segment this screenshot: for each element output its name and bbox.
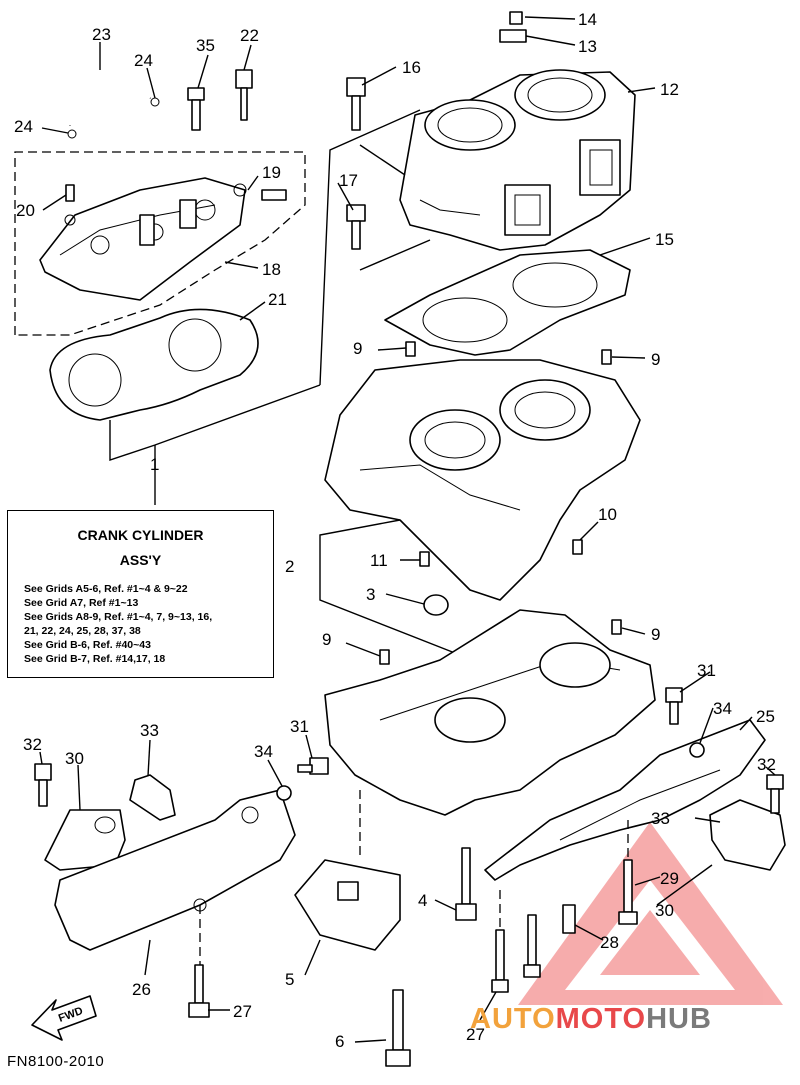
figure-code: FN8100-2010 xyxy=(7,1053,105,1070)
callout-31a: 31 xyxy=(697,661,716,680)
callout-5: 5 xyxy=(285,970,294,989)
callout-34a: 34 xyxy=(713,699,732,718)
callout-17: 17 xyxy=(339,171,358,190)
callout-23: 23 xyxy=(92,25,111,44)
callout-22: 22 xyxy=(240,26,259,45)
callout-21: 21 xyxy=(268,290,287,309)
lower-crankcase-group xyxy=(324,609,656,816)
callout-33a: 33 xyxy=(651,809,670,828)
assembly-title: CRANK CYLINDER xyxy=(77,527,204,543)
callout-30b: 30 xyxy=(655,901,674,920)
callout-6: 6 xyxy=(335,1032,344,1051)
reference-line: See Grid A7, Ref #1~13 xyxy=(24,597,139,609)
callout-13: 13 xyxy=(578,37,597,56)
callout-9a: 9 xyxy=(353,339,362,358)
callout-3: 3 xyxy=(366,585,375,604)
callout-26: 26 xyxy=(132,980,151,999)
callout-14: 14 xyxy=(578,10,597,29)
callout-34b: 34 xyxy=(254,742,273,761)
callout-33b: 33 xyxy=(140,721,159,740)
cylinder-block-group xyxy=(319,11,636,386)
callout-16: 16 xyxy=(402,58,421,77)
reference-line: See Grids A5-6, Ref. #1~4 & 9~22 xyxy=(24,583,188,595)
callout-labels: 23 24 35 22 24 19 20 18 21 1 14 13 16 12… xyxy=(14,10,776,1051)
callout-27a: 27 xyxy=(233,1002,252,1021)
upper-crankcase-group xyxy=(319,341,641,656)
callout-18: 18 xyxy=(262,260,281,279)
watermark-logo xyxy=(518,822,783,1005)
callout-32b: 32 xyxy=(23,735,42,754)
callout-24: 24 xyxy=(134,51,153,70)
assembly-subtitle: ASS'Y xyxy=(119,552,162,568)
callout-27b: 27 xyxy=(466,1025,485,1044)
callout-4: 4 xyxy=(418,891,427,910)
callout-9d: 9 xyxy=(651,625,660,644)
callout-11: 11 xyxy=(370,551,388,570)
leader-lines xyxy=(39,16,776,1043)
callout-10: 10 xyxy=(598,505,617,524)
callout-15: 15 xyxy=(655,230,674,249)
reference-line: See Grid B-7, Ref. #14,17, 18 xyxy=(24,653,166,665)
callout-1: 1 xyxy=(150,455,159,474)
callout-24b: 24 xyxy=(14,117,33,136)
reference-line: See Grids A8-9, Ref. #1~4, 7, 9~13, 16, xyxy=(24,611,213,623)
reference-line: See Grid B-6, Ref. #40~43 xyxy=(24,639,151,651)
callout-29: 29 xyxy=(660,869,679,888)
callout-30a: 30 xyxy=(65,749,84,768)
assembly-reference-box: CRANK CYLINDER ASS'Y See Grids A5-6, Ref… xyxy=(7,510,274,678)
callout-9c: 9 xyxy=(322,630,331,649)
callout-2: 2 xyxy=(285,557,294,576)
callout-28: 28 xyxy=(600,933,619,952)
callout-9b: 9 xyxy=(651,350,660,369)
callout-25: 25 xyxy=(756,707,775,726)
reference-list: See Grids A5-6, Ref. #1~4 & 9~22 See Gri… xyxy=(24,582,212,666)
callout-12: 12 xyxy=(660,80,679,99)
watermark-text: AUTOMOTOHUB xyxy=(470,1003,712,1036)
callout-19: 19 xyxy=(262,163,281,182)
callout-31b: 31 xyxy=(290,717,309,736)
forward-arrow-icon: FWD xyxy=(31,995,97,1041)
cylinder-head-group xyxy=(14,68,321,505)
callout-20: 20 xyxy=(16,201,35,220)
watermark-part-auto: AUTO xyxy=(470,1003,556,1035)
watermark-part-moto: MOTO xyxy=(555,1003,647,1035)
reference-line: 21, 22, 24, 25, 28, 37, 38 xyxy=(24,625,141,637)
engine-mount-group xyxy=(34,687,786,1067)
watermark-part-hub: HUB xyxy=(646,1003,712,1035)
callout-32a: 32 xyxy=(757,755,776,774)
callout-35: 35 xyxy=(196,36,215,55)
